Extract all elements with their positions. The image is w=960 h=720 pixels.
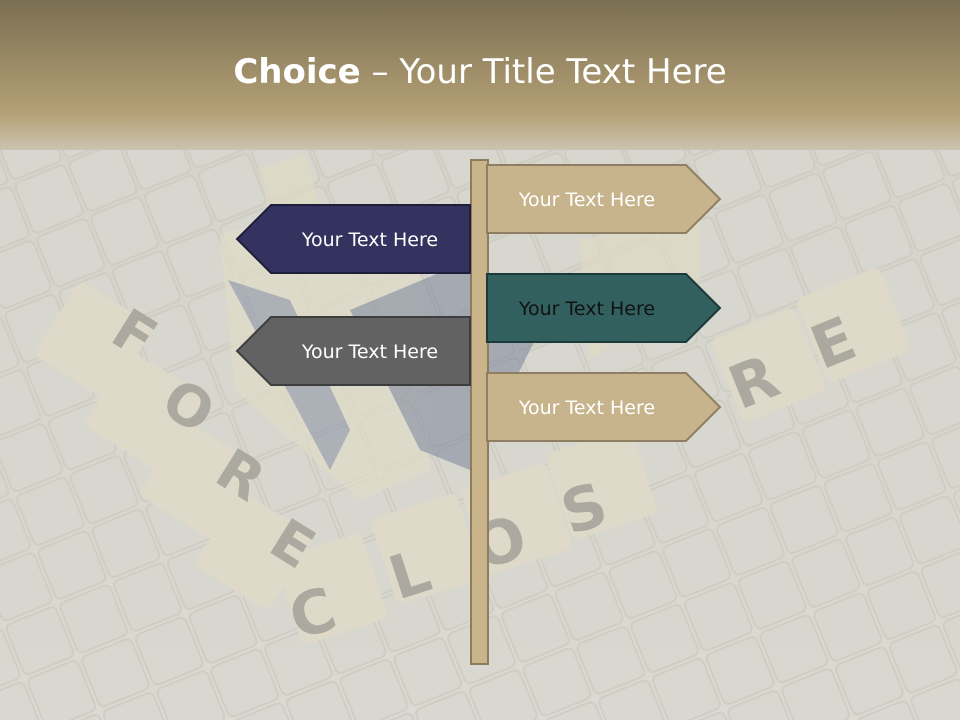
- sign-right-2[interactable]: Your Text Here: [486, 273, 722, 343]
- sign-left-1[interactable]: Your Text Here: [235, 204, 471, 274]
- sign-right-1[interactable]: Your Text Here: [486, 164, 722, 234]
- slide-title: Choice – Your Title Text Here: [0, 52, 960, 92]
- letter-tiles: F O R E C L O S R E: [36, 268, 910, 654]
- sign-label: Your Text Here: [301, 341, 438, 363]
- signpost-pole: [470, 159, 489, 665]
- sign-arrow-shape: [486, 372, 722, 442]
- sign-arrow-shape: [235, 316, 471, 386]
- sign-arrow-shape: [486, 273, 722, 343]
- sign-arrow-shape: [235, 204, 471, 274]
- title-rest: – Your Title Text Here: [360, 52, 727, 92]
- sign-label: Your Text Here: [518, 298, 655, 320]
- sign-label: Your Text Here: [518, 189, 655, 211]
- sign-label: Your Text Here: [518, 397, 655, 419]
- title-bold: Choice: [233, 52, 361, 92]
- sign-right-3[interactable]: Your Text Here: [486, 372, 722, 442]
- sign-arrow-shape: [486, 164, 722, 234]
- sign-label: Your Text Here: [301, 229, 438, 251]
- sign-left-2[interactable]: Your Text Here: [235, 316, 471, 386]
